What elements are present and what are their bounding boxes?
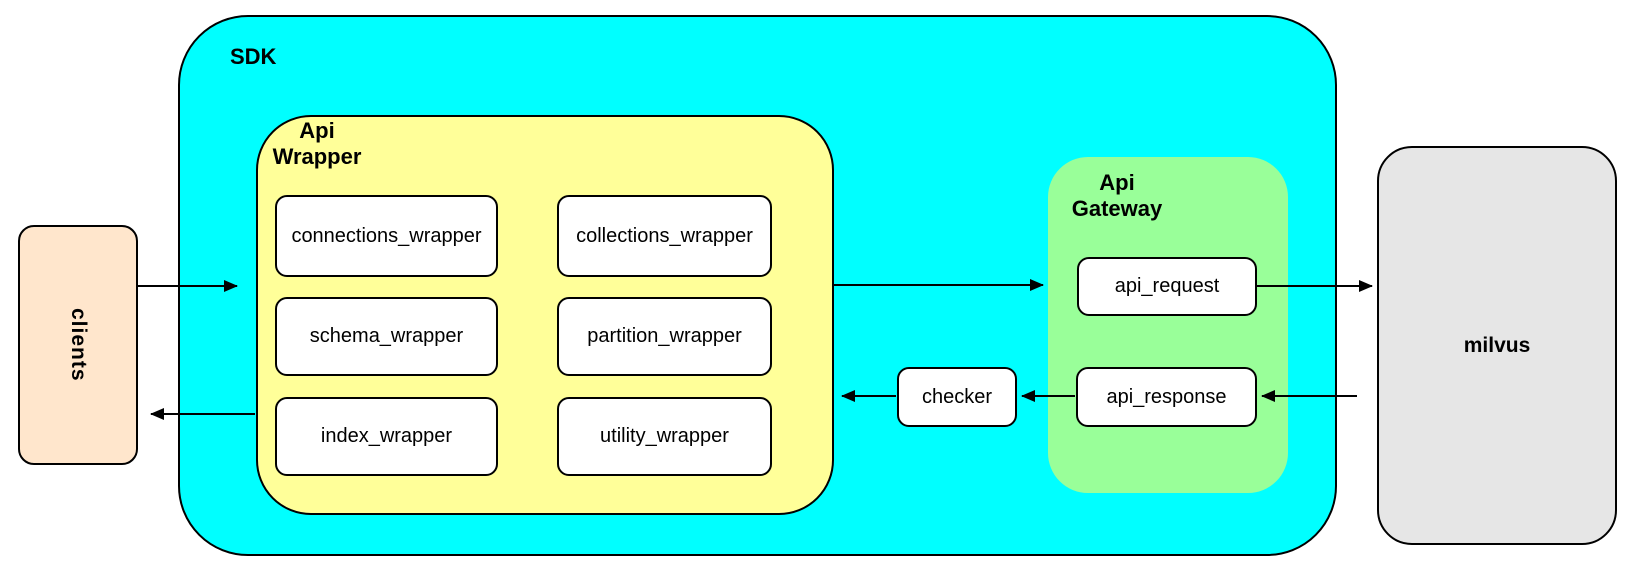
api-gateway-label-line2: Gateway bbox=[1071, 196, 1163, 221]
schema-wrapper-box: schema_wrapper bbox=[275, 297, 498, 376]
api-gateway-container bbox=[1048, 157, 1288, 493]
api-gateway-label-line1: Api bbox=[1099, 170, 1135, 195]
connections-wrapper-box: connections_wrapper bbox=[275, 195, 498, 277]
utility-wrapper-box: utility_wrapper bbox=[557, 397, 772, 476]
api-wrapper-label-line2: Wrapper bbox=[272, 144, 362, 169]
api-request-box: api_request bbox=[1077, 257, 1257, 316]
clients-label: clients bbox=[67, 308, 90, 382]
sdk-label: SDK bbox=[230, 44, 277, 69]
api-wrapper-label: Api Wrapper bbox=[258, 118, 376, 170]
milvus-box: milvus bbox=[1377, 146, 1617, 545]
api-response-box: api_response bbox=[1076, 367, 1257, 427]
collections-wrapper-box: collections_wrapper bbox=[557, 195, 772, 277]
milvus-label: milvus bbox=[1463, 333, 1531, 357]
api-wrapper-label-line1: Api bbox=[299, 118, 335, 143]
index-wrapper-box: index_wrapper bbox=[275, 397, 498, 476]
clients-box: clients bbox=[18, 225, 138, 465]
partition-wrapper-box: partition_wrapper bbox=[557, 297, 772, 376]
checker-box: checker bbox=[897, 367, 1017, 427]
api-gateway-label: Api Gateway bbox=[1056, 170, 1178, 222]
